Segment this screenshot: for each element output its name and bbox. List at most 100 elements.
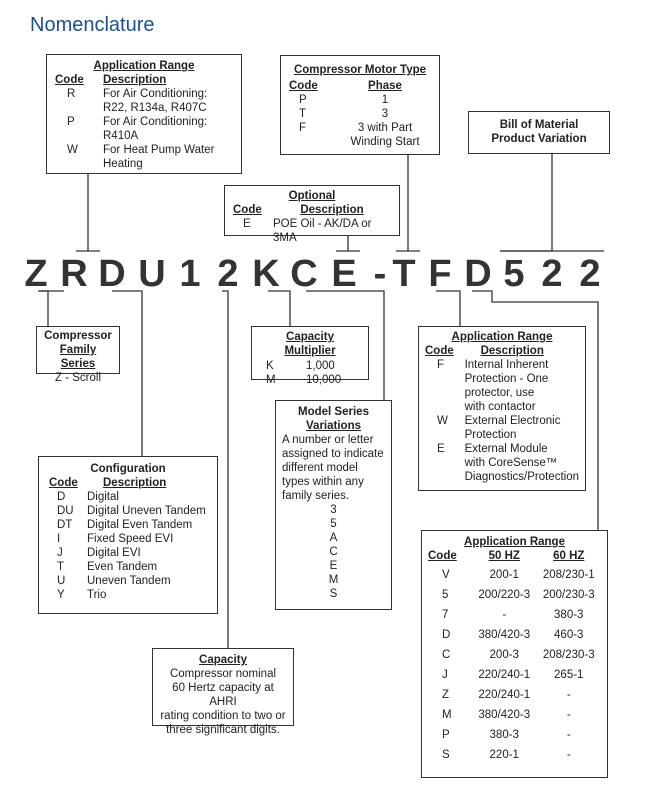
col-description: Description: [480, 345, 544, 357]
capacity-multiplier-box: Capacity Multiplier K 1,000 M 10,000: [251, 326, 369, 386]
row-50hz: -: [502, 609, 507, 621]
row-code: V: [442, 569, 450, 581]
row-60hz: -: [566, 749, 571, 761]
family-heading-1: Compressor: [44, 330, 112, 342]
row-code: DT: [57, 519, 73, 531]
col-code: Code: [49, 477, 78, 489]
col-code: Code: [289, 80, 318, 92]
model-char: 5: [503, 253, 525, 295]
bom-line-2: Product Variation: [491, 133, 587, 145]
model-char: C: [290, 253, 318, 295]
col-phase: Phase: [368, 80, 402, 92]
row-50hz: 200-1: [489, 569, 519, 581]
motor-type-box: Compressor Motor Type Code Phase P 1 T 3…: [280, 55, 440, 155]
col-50hz: 50 HZ: [488, 550, 520, 562]
col-code: Code: [428, 550, 457, 562]
row-phase: 3: [381, 108, 389, 120]
optional-box: Optional Code Description E POE Oil - AK…: [224, 185, 400, 244]
application-range-3-heading: Application Range: [464, 536, 565, 548]
row-desc: Fixed Speed EVI: [87, 533, 174, 545]
col-description: Description: [300, 204, 364, 216]
model-char: -: [373, 253, 387, 295]
optional-heading: Optional: [288, 190, 336, 202]
row-desc: POE Oil - AK/DA or 3MA: [273, 218, 372, 244]
application-range-2-box: Application Range Code Description F Int…: [418, 326, 586, 491]
col-code: Code: [55, 74, 84, 86]
model-series-heading-2: Variations: [306, 420, 361, 432]
row-code: E: [437, 443, 445, 455]
row-desc: Digital: [87, 491, 119, 503]
row-value: 10,000: [306, 374, 342, 386]
row-60hz: 200/230-3: [542, 589, 595, 601]
row-50hz: 220/240-1: [478, 669, 531, 681]
row-code: U: [57, 575, 66, 587]
family-value: Z - Scroll: [55, 372, 101, 384]
row-60hz: 208/230-1: [542, 569, 595, 581]
row-50hz: 380/420-3: [478, 629, 531, 641]
row-code: D: [442, 629, 451, 641]
capacity-heading: Capacity: [199, 654, 247, 666]
row-desc: For Air Conditioning:R410A: [103, 116, 208, 142]
application-range-box: Application Range Code Description R For…: [46, 54, 242, 174]
row-code: T: [57, 561, 65, 573]
row-60hz: 380-3: [554, 609, 584, 621]
motor-type-heading: Compressor Motor Type: [293, 64, 427, 76]
model-char: F: [428, 253, 452, 295]
row-50hz: 380/420-3: [478, 709, 531, 721]
row-60hz: 460-3: [554, 629, 584, 641]
row-50hz: 200/220-3: [478, 589, 531, 601]
row-code: P: [442, 729, 450, 741]
row-50hz: 380-3: [489, 729, 519, 741]
row-code: P: [299, 94, 307, 106]
application-range-heading: Application Range: [93, 60, 195, 72]
configuration-heading: Configuration: [90, 463, 166, 475]
row-desc: Trio: [87, 589, 107, 601]
model-char: K: [252, 253, 280, 295]
row-desc: For Air Conditioning:R22, R134a, R407C: [103, 88, 208, 114]
row-desc: Digital EVI: [87, 547, 141, 559]
capacity-multiplier-heading: Capacity Multiplier: [284, 331, 336, 357]
row-desc: Uneven Tandem: [87, 575, 171, 587]
capacity-multiplier-table: K 1,000 M 10,000: [260, 359, 360, 387]
model-series-box: Model Series Variations A number or lett…: [275, 400, 392, 610]
optional-table: Code Description E POE Oil - AK/DA or 3M…: [233, 203, 391, 245]
row-code: 7: [442, 609, 449, 621]
row-60hz: 265-1: [554, 669, 584, 681]
row-code: C: [442, 649, 451, 661]
page-title: Nomenclature: [30, 14, 155, 36]
row-code: R: [67, 88, 76, 100]
row-50hz: 220/240-1: [478, 689, 531, 701]
row-code: K: [266, 360, 274, 372]
row-value: 1,000: [306, 360, 335, 372]
family-heading-2: Family Series: [59, 344, 97, 370]
bom-line-1: Bill of Material: [499, 119, 579, 131]
col-code: Code: [233, 204, 262, 216]
model-char: U: [138, 253, 166, 295]
model-series-heading-1: Model Series: [298, 406, 369, 418]
application-range-2-heading: Application Range: [451, 331, 553, 343]
row-code: M: [266, 374, 276, 386]
model-char: 2: [579, 253, 601, 295]
row-code: J: [57, 547, 63, 559]
row-60hz: -: [566, 709, 571, 721]
row-code: S: [442, 749, 450, 761]
row-code: P: [67, 116, 75, 128]
model-char: 1: [179, 253, 201, 295]
model-char: Z: [24, 253, 48, 295]
row-code: E: [243, 218, 251, 230]
row-code: T: [299, 108, 307, 120]
row-desc: Even Tandem: [87, 561, 158, 573]
model-char: 2: [541, 253, 563, 295]
row-code: 5: [442, 589, 449, 601]
